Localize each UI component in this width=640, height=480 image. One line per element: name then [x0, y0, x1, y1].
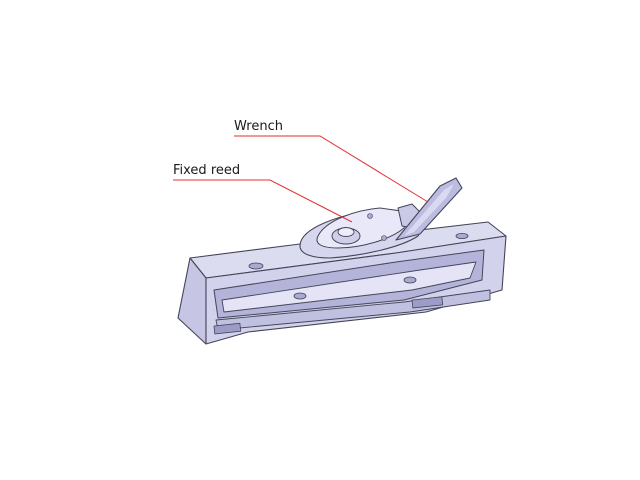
reed-slider	[221, 261, 477, 313]
screw-hole	[403, 276, 417, 284]
rivet	[367, 213, 373, 219]
screw-hole	[293, 292, 307, 300]
wrench-blade-highlight	[404, 184, 454, 236]
screw-hole	[455, 232, 469, 239]
slot-right	[411, 296, 444, 309]
wrench-part	[395, 177, 463, 241]
wrench-leader-line	[234, 135, 429, 203]
fixed-reed-label: Fixed reed	[173, 163, 241, 178]
fixed-reed-leader-line	[173, 179, 353, 223]
slot-left	[213, 322, 242, 335]
rivet	[381, 235, 387, 241]
screw-hole	[248, 262, 264, 270]
holder-body	[177, 221, 507, 345]
fixed-reed-part	[299, 203, 425, 259]
wrench-label: Wrench	[234, 119, 283, 134]
pivot-top	[337, 227, 355, 237]
